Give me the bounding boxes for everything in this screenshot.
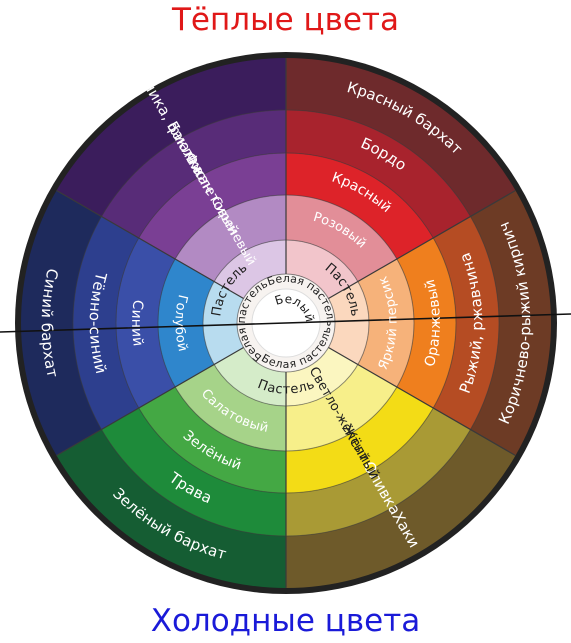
wheel-segment — [286, 153, 434, 259]
wheel-segment — [138, 153, 286, 259]
sector-divider — [328, 189, 516, 300]
wheel-segment — [101, 110, 286, 238]
wheel-segment — [73, 216, 139, 430]
ring-border — [72, 109, 500, 537]
wheel-segment — [286, 429, 516, 588]
wheel-rings — [0, 52, 571, 594]
warm-cold-divider-line — [0, 313, 571, 333]
wheel-segment — [56, 429, 287, 588]
sector-divider — [56, 189, 244, 300]
cold-colors-title: Холодные цвета — [150, 603, 421, 639]
wheel-segment — [138, 387, 286, 493]
wheel-segment — [56, 58, 287, 217]
pastel-segment — [203, 281, 244, 365]
wheel-segment — [101, 408, 286, 536]
wheel-segment — [21, 190, 102, 456]
segment-label-text: Оранжевый — [422, 278, 444, 369]
pastel-segment — [286, 240, 358, 299]
ring-border — [236, 273, 336, 373]
wheel-segment — [433, 216, 499, 430]
ring-border — [157, 194, 415, 452]
pastel-segment — [214, 347, 286, 406]
segment-label-text: Синий — [128, 299, 146, 347]
pastel-label: Пастель — [255, 377, 316, 397]
pastel-segment — [328, 281, 369, 365]
wheel-segment — [158, 259, 215, 387]
sector-divider — [56, 346, 244, 457]
segment-label-text: Голубой — [171, 293, 189, 353]
segment-label: Оранжевый — [422, 278, 444, 369]
ring-border — [202, 239, 370, 407]
wheel-segment — [286, 364, 397, 451]
wheel-segment — [470, 190, 551, 456]
wheel-segment — [286, 408, 471, 536]
ring-border — [115, 152, 457, 494]
segment-label: Голубой — [171, 293, 189, 353]
wheel-segment — [116, 238, 176, 408]
pastel-label-text: Пастель — [255, 377, 316, 397]
wheel-segment — [396, 238, 456, 408]
wheel-segment — [286, 387, 434, 493]
wheel-segment — [175, 364, 286, 451]
wheel-segment — [175, 195, 286, 282]
pastel-segment — [214, 240, 286, 299]
segment-label: Синий — [128, 299, 146, 347]
wheel-segment — [286, 195, 397, 282]
pastel-segment — [286, 347, 358, 406]
wheel-segment — [357, 259, 414, 387]
wheel-segment — [286, 110, 471, 238]
sector-divider — [328, 346, 516, 457]
warm-colors-title: Тёплые цвета — [172, 2, 399, 38]
wheel-segment — [286, 58, 516, 217]
